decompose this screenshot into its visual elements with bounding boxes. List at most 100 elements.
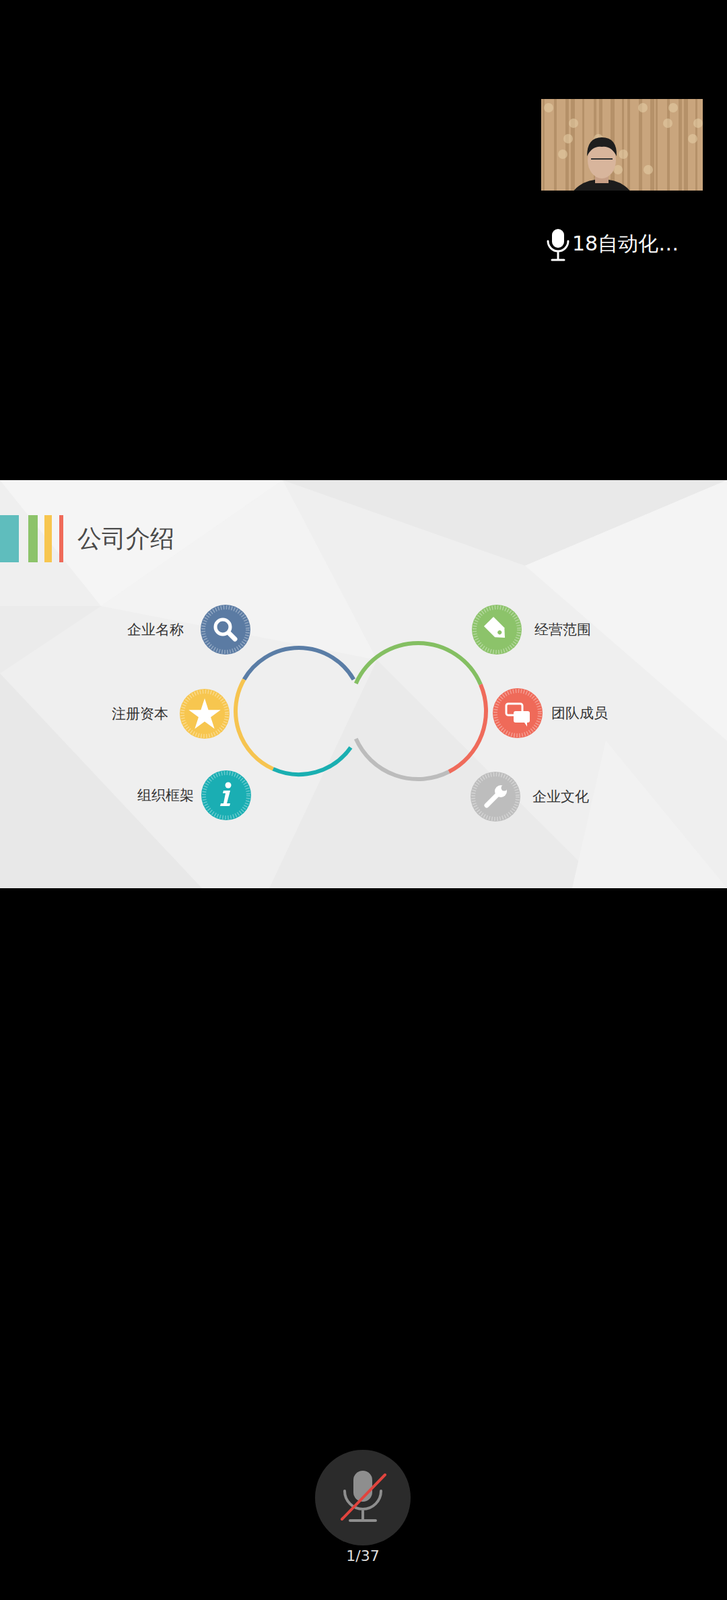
item-label: 注册资本 <box>111 704 169 723</box>
icon-badge <box>201 770 252 820</box>
wrench-jaw <box>501 784 508 791</box>
topic-item: 组织框架 <box>137 770 252 820</box>
mic-icon <box>547 228 569 260</box>
texture-facet <box>269 659 606 888</box>
curtain-fold <box>638 98 643 191</box>
page-counter: 1/37 <box>345 1546 379 1566</box>
badge-hatch <box>495 690 540 736</box>
icon-badge <box>179 688 230 739</box>
person-hair <box>586 137 617 157</box>
badge-hatch <box>182 691 227 736</box>
webcam-thumbnail <box>541 98 703 191</box>
item-text: 组织框架 <box>137 786 194 804</box>
title-bar <box>28 514 38 563</box>
curtain-pattern <box>668 102 678 113</box>
person-glasses <box>591 158 613 160</box>
badge-hatch <box>474 607 519 652</box>
item-label: 企业文化 <box>532 787 590 806</box>
mute-slash <box>341 1474 386 1519</box>
curtain-fold <box>570 98 575 191</box>
topic-item: 经营范围 <box>471 604 592 655</box>
texture-facet <box>0 605 101 674</box>
texture-facet <box>0 673 202 888</box>
info-stem <box>220 790 231 806</box>
ring-arc <box>356 738 449 779</box>
slide-title: 公司介绍 <box>77 523 175 554</box>
badge-disc <box>492 687 543 738</box>
icon-badge <box>492 687 543 738</box>
curtain-fold <box>667 98 670 191</box>
curtain-fold <box>621 98 625 191</box>
tag-hole <box>496 629 503 635</box>
title-bars <box>0 514 64 563</box>
bubble-front <box>513 710 530 723</box>
badge-disc <box>470 771 521 822</box>
topic-item: 企业名称 <box>127 604 251 655</box>
curtain-fold <box>582 98 585 191</box>
badge-hatch <box>203 772 249 818</box>
curtain-fold <box>678 98 682 191</box>
ring-arc <box>448 684 487 772</box>
ring-arc <box>273 747 351 775</box>
badge-disc <box>179 688 230 739</box>
slide-texture <box>0 479 727 888</box>
ring-arc <box>356 642 481 685</box>
star-shape <box>188 698 221 729</box>
item-label: 企业名称 <box>127 620 184 639</box>
item-text: 注册资本 <box>111 704 169 723</box>
slide-background <box>0 479 727 888</box>
icon-badge <box>470 771 521 822</box>
tag-shape <box>483 616 510 643</box>
curtain-fold <box>650 98 655 191</box>
mic-holder <box>344 1490 382 1520</box>
item-label: 组织框架 <box>137 786 194 804</box>
curtain-pattern <box>563 133 573 144</box>
curtain-fold <box>695 98 698 191</box>
curtain-fold <box>627 98 631 191</box>
button-disc <box>315 1449 411 1545</box>
curtain-pattern <box>693 118 703 128</box>
item-text: 企业名称 <box>127 620 184 639</box>
curtain-pattern <box>687 133 698 144</box>
curtain-pattern <box>638 102 648 113</box>
curtain <box>541 98 703 191</box>
curtain-fold <box>554 98 557 191</box>
mic-holder <box>547 240 569 260</box>
item-text: 企业文化 <box>532 787 590 806</box>
handle <box>228 632 235 639</box>
ring-figure <box>235 642 487 779</box>
curtain-pattern <box>663 118 673 128</box>
icon-badge <box>200 604 251 655</box>
ring-arc <box>235 679 274 769</box>
texture-facet <box>100 479 377 660</box>
curtain-pattern <box>543 102 554 113</box>
title-bar <box>59 514 64 563</box>
bubble-tail <box>524 722 528 727</box>
curtain-pattern <box>643 164 653 175</box>
topic-item: 注册资本 <box>111 688 230 739</box>
badge-hatch <box>203 607 248 652</box>
item-label: 团队成员 <box>551 704 608 722</box>
item-text: 团队成员 <box>551 704 608 722</box>
texture-facet <box>572 740 727 888</box>
participant-name: 18自动化… <box>572 231 679 256</box>
info-dot <box>225 782 232 789</box>
topic-item: 团队成员 <box>492 687 608 738</box>
curtain-fold <box>565 98 569 191</box>
mute-button <box>315 1449 411 1545</box>
curtain-pattern <box>618 149 629 159</box>
badge-disc <box>201 770 252 820</box>
badge-disc <box>471 604 522 655</box>
item-label: 经营范围 <box>534 620 592 639</box>
badge-hatch <box>473 774 518 819</box>
curtain-fold <box>542 98 545 191</box>
title-bar <box>44 514 52 563</box>
curtain-pattern <box>558 149 568 159</box>
curtain-pattern <box>568 118 579 128</box>
badge-disc <box>200 604 251 655</box>
curtain-fold <box>683 98 688 191</box>
wrench-head <box>494 784 507 798</box>
icon-badge <box>471 604 522 655</box>
topic-item: 企业文化 <box>470 771 590 822</box>
